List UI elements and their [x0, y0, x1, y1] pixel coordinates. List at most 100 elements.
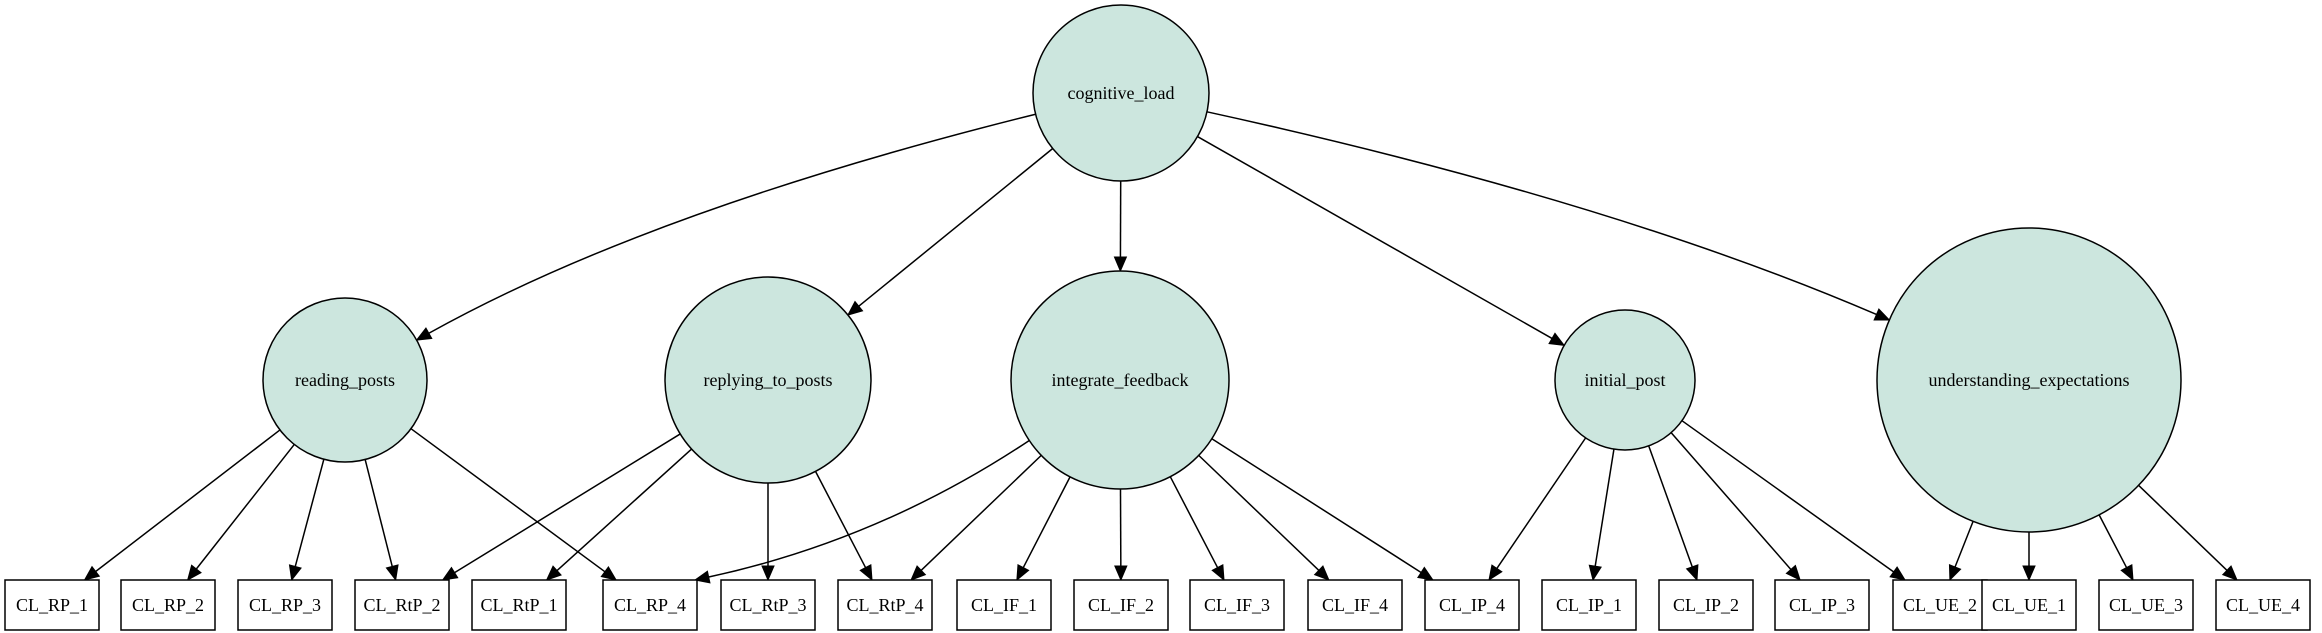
latent-label: understanding_expectations [1929, 370, 2130, 390]
edge-understanding_expectations-to-CL_UE_1 [2022, 532, 2036, 582]
indicator-box [237, 579, 333, 631]
arrowhead-icon [545, 565, 562, 581]
indicator-box [1981, 579, 2077, 631]
arrowhead-icon [1785, 564, 1801, 581]
indicator-node-CL_RtP_4: CL_RtP_4 [837, 579, 933, 631]
latent-label: integrate_feedback [1052, 370, 1189, 390]
arrowhead-icon [288, 564, 302, 582]
indicator-box [471, 579, 567, 631]
latent-circle [1010, 270, 1230, 490]
edge-line [2138, 484, 2228, 571]
indicator-label: CL_RtP_2 [363, 595, 440, 615]
indicator-box [2215, 579, 2311, 631]
edge-replying_to_posts-to-CL_RtP_1 [545, 448, 693, 581]
indicator-node-CL_IP_4: CL_IP_4 [1424, 579, 1520, 631]
arrowhead-icon [1948, 564, 1962, 582]
edge-line [1670, 432, 1792, 570]
indicator-node-CL_UE_4: CL_UE_4 [2215, 579, 2311, 631]
edges-layer [83, 111, 2238, 584]
edge-line [1681, 420, 1895, 573]
edge-line [294, 459, 325, 567]
edge-replying_to_posts-to-CL_RtP_2 [441, 433, 681, 581]
arrowhead-icon [1313, 565, 1330, 581]
arrowhead-icon [385, 564, 399, 582]
edge-cognitive_load-to-initial_post [1197, 135, 1566, 346]
edge-initial_post-to-CL_IP_3 [1670, 432, 1801, 581]
latent-circle [1032, 4, 1210, 182]
indicator-label: CL_IP_3 [1789, 595, 1855, 615]
edge-line [454, 433, 681, 574]
edge-line [2098, 514, 2128, 568]
edge-integrate_feedback-to-CL_IF_1 [1016, 476, 1071, 582]
arrowhead-icon [1685, 564, 1699, 582]
edge-cognitive_load-to-replying_to_posts [846, 147, 1054, 316]
indicator-node-CL_UE_3: CL_UE_3 [2098, 579, 2194, 631]
edge-understanding_expectations-to-CL_UE_4 [2138, 484, 2238, 581]
edge-line [1206, 111, 1877, 316]
indicator-label: CL_IF_2 [1088, 595, 1154, 615]
indicator-node-CL_IP_1: CL_IP_1 [1541, 579, 1637, 631]
indicator-box [1307, 579, 1403, 631]
indicator-label: CL_RtP_3 [729, 595, 806, 615]
indicator-node-CL_RtP_1: CL_RtP_1 [471, 579, 567, 631]
arrowhead-icon [1114, 565, 1128, 582]
arrowhead-icon [441, 566, 459, 581]
arrowhead-icon [910, 565, 927, 581]
edge-line [364, 459, 393, 567]
indicator-box [354, 579, 450, 631]
edge-initial_post-to-CL_IP_4 [1488, 437, 1587, 582]
indicator-box [4, 579, 100, 631]
indicator-label: CL_IP_2 [1673, 595, 1739, 615]
indicator-box [2098, 579, 2194, 631]
edge-replying_to_posts-to-CL_RtP_4 [814, 471, 873, 582]
latent-label: initial_post [1585, 370, 1666, 390]
indicator-label: CL_RtP_4 [846, 595, 923, 615]
edge-integrate_feedback-to-CL_RtP_4 [910, 454, 1042, 581]
arrowhead-icon [1211, 564, 1225, 582]
edge-line [1198, 454, 1320, 571]
edge-reading_posts-to-CL_RtP_2 [364, 459, 399, 582]
edge-line [95, 429, 281, 573]
arrowhead-icon [1889, 566, 1907, 581]
latent-node-reading_posts: reading_posts [262, 297, 428, 463]
indicator-node-CL_IP_3: CL_IP_3 [1774, 579, 1870, 631]
edge-line [428, 113, 1036, 334]
edge-line [1594, 449, 1615, 567]
arrowhead-icon [1488, 564, 1503, 582]
edge-line [1197, 135, 1553, 340]
indicator-box [1892, 579, 1988, 631]
indicator-label: CL_RP_2 [132, 595, 204, 615]
edge-reading_posts-to-CL_RP_2 [186, 443, 295, 581]
edge-line [814, 471, 867, 568]
indicator-node-CL_RtP_2: CL_RtP_2 [354, 579, 450, 631]
edge-line [1022, 476, 1071, 568]
edge-line [1169, 476, 1219, 568]
arrowhead-icon [859, 564, 873, 582]
edge-initial_post-to-CL_IP_2 [1648, 445, 1699, 582]
latent-label: replying_to_posts [704, 370, 833, 390]
indicator-box [1424, 579, 1520, 631]
arrowhead-icon [83, 565, 101, 581]
indicator-node-CL_IF_4: CL_IF_4 [1307, 579, 1403, 631]
indicator-label: CL_UE_2 [1903, 595, 1977, 615]
edge-line [556, 448, 693, 572]
arrowhead-icon [1548, 332, 1566, 346]
edge-line [1648, 445, 1693, 568]
arrowhead-icon [1417, 566, 1434, 581]
edge-line [1954, 521, 1974, 568]
latent-node-replying_to_posts: replying_to_posts [664, 276, 872, 484]
indicator-box [1658, 579, 1754, 631]
edge-line [195, 443, 295, 570]
edge-line [920, 454, 1042, 571]
indicator-box [837, 579, 933, 631]
edge-integrate_feedback-to-CL_RP_4 [693, 439, 1030, 584]
indicator-node-CL_RP_4: CL_RP_4 [602, 579, 698, 631]
indicator-label: CL_IF_1 [971, 595, 1037, 615]
indicator-node-CL_RP_1: CL_RP_1 [4, 579, 100, 631]
indicator-label: CL_RP_3 [249, 595, 321, 615]
indicator-box [1189, 579, 1285, 631]
arrowhead-icon [846, 300, 864, 316]
edge-cognitive_load-to-understanding_expectations [1206, 111, 1891, 321]
indicator-label: CL_IP_4 [1439, 595, 1505, 615]
